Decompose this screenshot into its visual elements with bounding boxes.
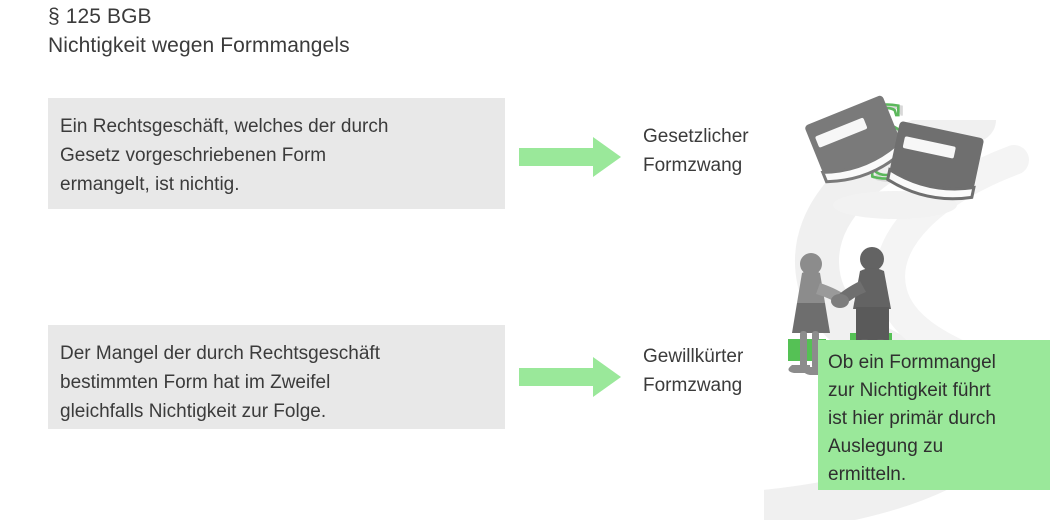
- statement-1-line-1: Ein Rechtsgeschäft, welches der durch: [60, 116, 389, 137]
- callout-line-1: Ob ein Formmangel: [828, 352, 996, 373]
- arrow-label-2-line-2: Formzwang: [643, 375, 743, 396]
- callout-box: Ob ein Formmangel zur Nichtigkeit führt …: [818, 340, 1050, 490]
- slide-canvas: § 125 BGB Nichtigkeit wegen Formmangels …: [48, 2, 1050, 520]
- statement-1-line-3: ermangelt, ist nichtig.: [60, 174, 240, 195]
- statement-2-line-3: gleichfalls Nichtigkeit zur Folge.: [60, 401, 327, 422]
- title-line-2: Nichtigkeit wegen Formmangels: [48, 34, 350, 57]
- statement-1-line-2: Gesetz vorgeschriebenen Form: [60, 145, 327, 166]
- statement-box-1: Ein Rechtsgeschäft, welches der durch Ge…: [48, 98, 505, 209]
- law-books-icon: § §: [805, 84, 984, 219]
- statement-box-2: Der Mangel der durch Rechtsgeschäft best…: [48, 325, 505, 429]
- arrow-label-gesetzlicher-formzwang: Gesetzlicher Formzwang: [643, 122, 749, 180]
- arrow-label-2-line-1: Gewillkürter: [643, 346, 744, 367]
- arrow-label-1-line-1: Gesetzlicher: [643, 126, 749, 147]
- callout-line-5: ermitteln.: [828, 464, 907, 485]
- callout-line-3: ist hier primär durch: [828, 408, 996, 429]
- callout-line-2: zur Nichtigkeit führt: [828, 380, 991, 401]
- right-arrow-icon-2: [519, 357, 621, 397]
- right-arrow-icon-1: [519, 137, 621, 177]
- statement-2-line-1: Der Mangel der durch Rechtsgeschäft: [60, 343, 380, 364]
- arrow-label-gewillkuerter-formzwang: Gewillkürter Formzwang: [643, 342, 743, 400]
- callout-line-4: Auslegung zu: [828, 436, 944, 457]
- statement-2-line-2: bestimmten Form hat im Zweifel: [60, 372, 331, 393]
- title-line-1: § 125 BGB: [48, 5, 152, 28]
- arrow-label-1-line-2: Formzwang: [643, 155, 743, 176]
- page-title: § 125 BGB Nichtigkeit wegen Formmangels: [48, 2, 350, 60]
